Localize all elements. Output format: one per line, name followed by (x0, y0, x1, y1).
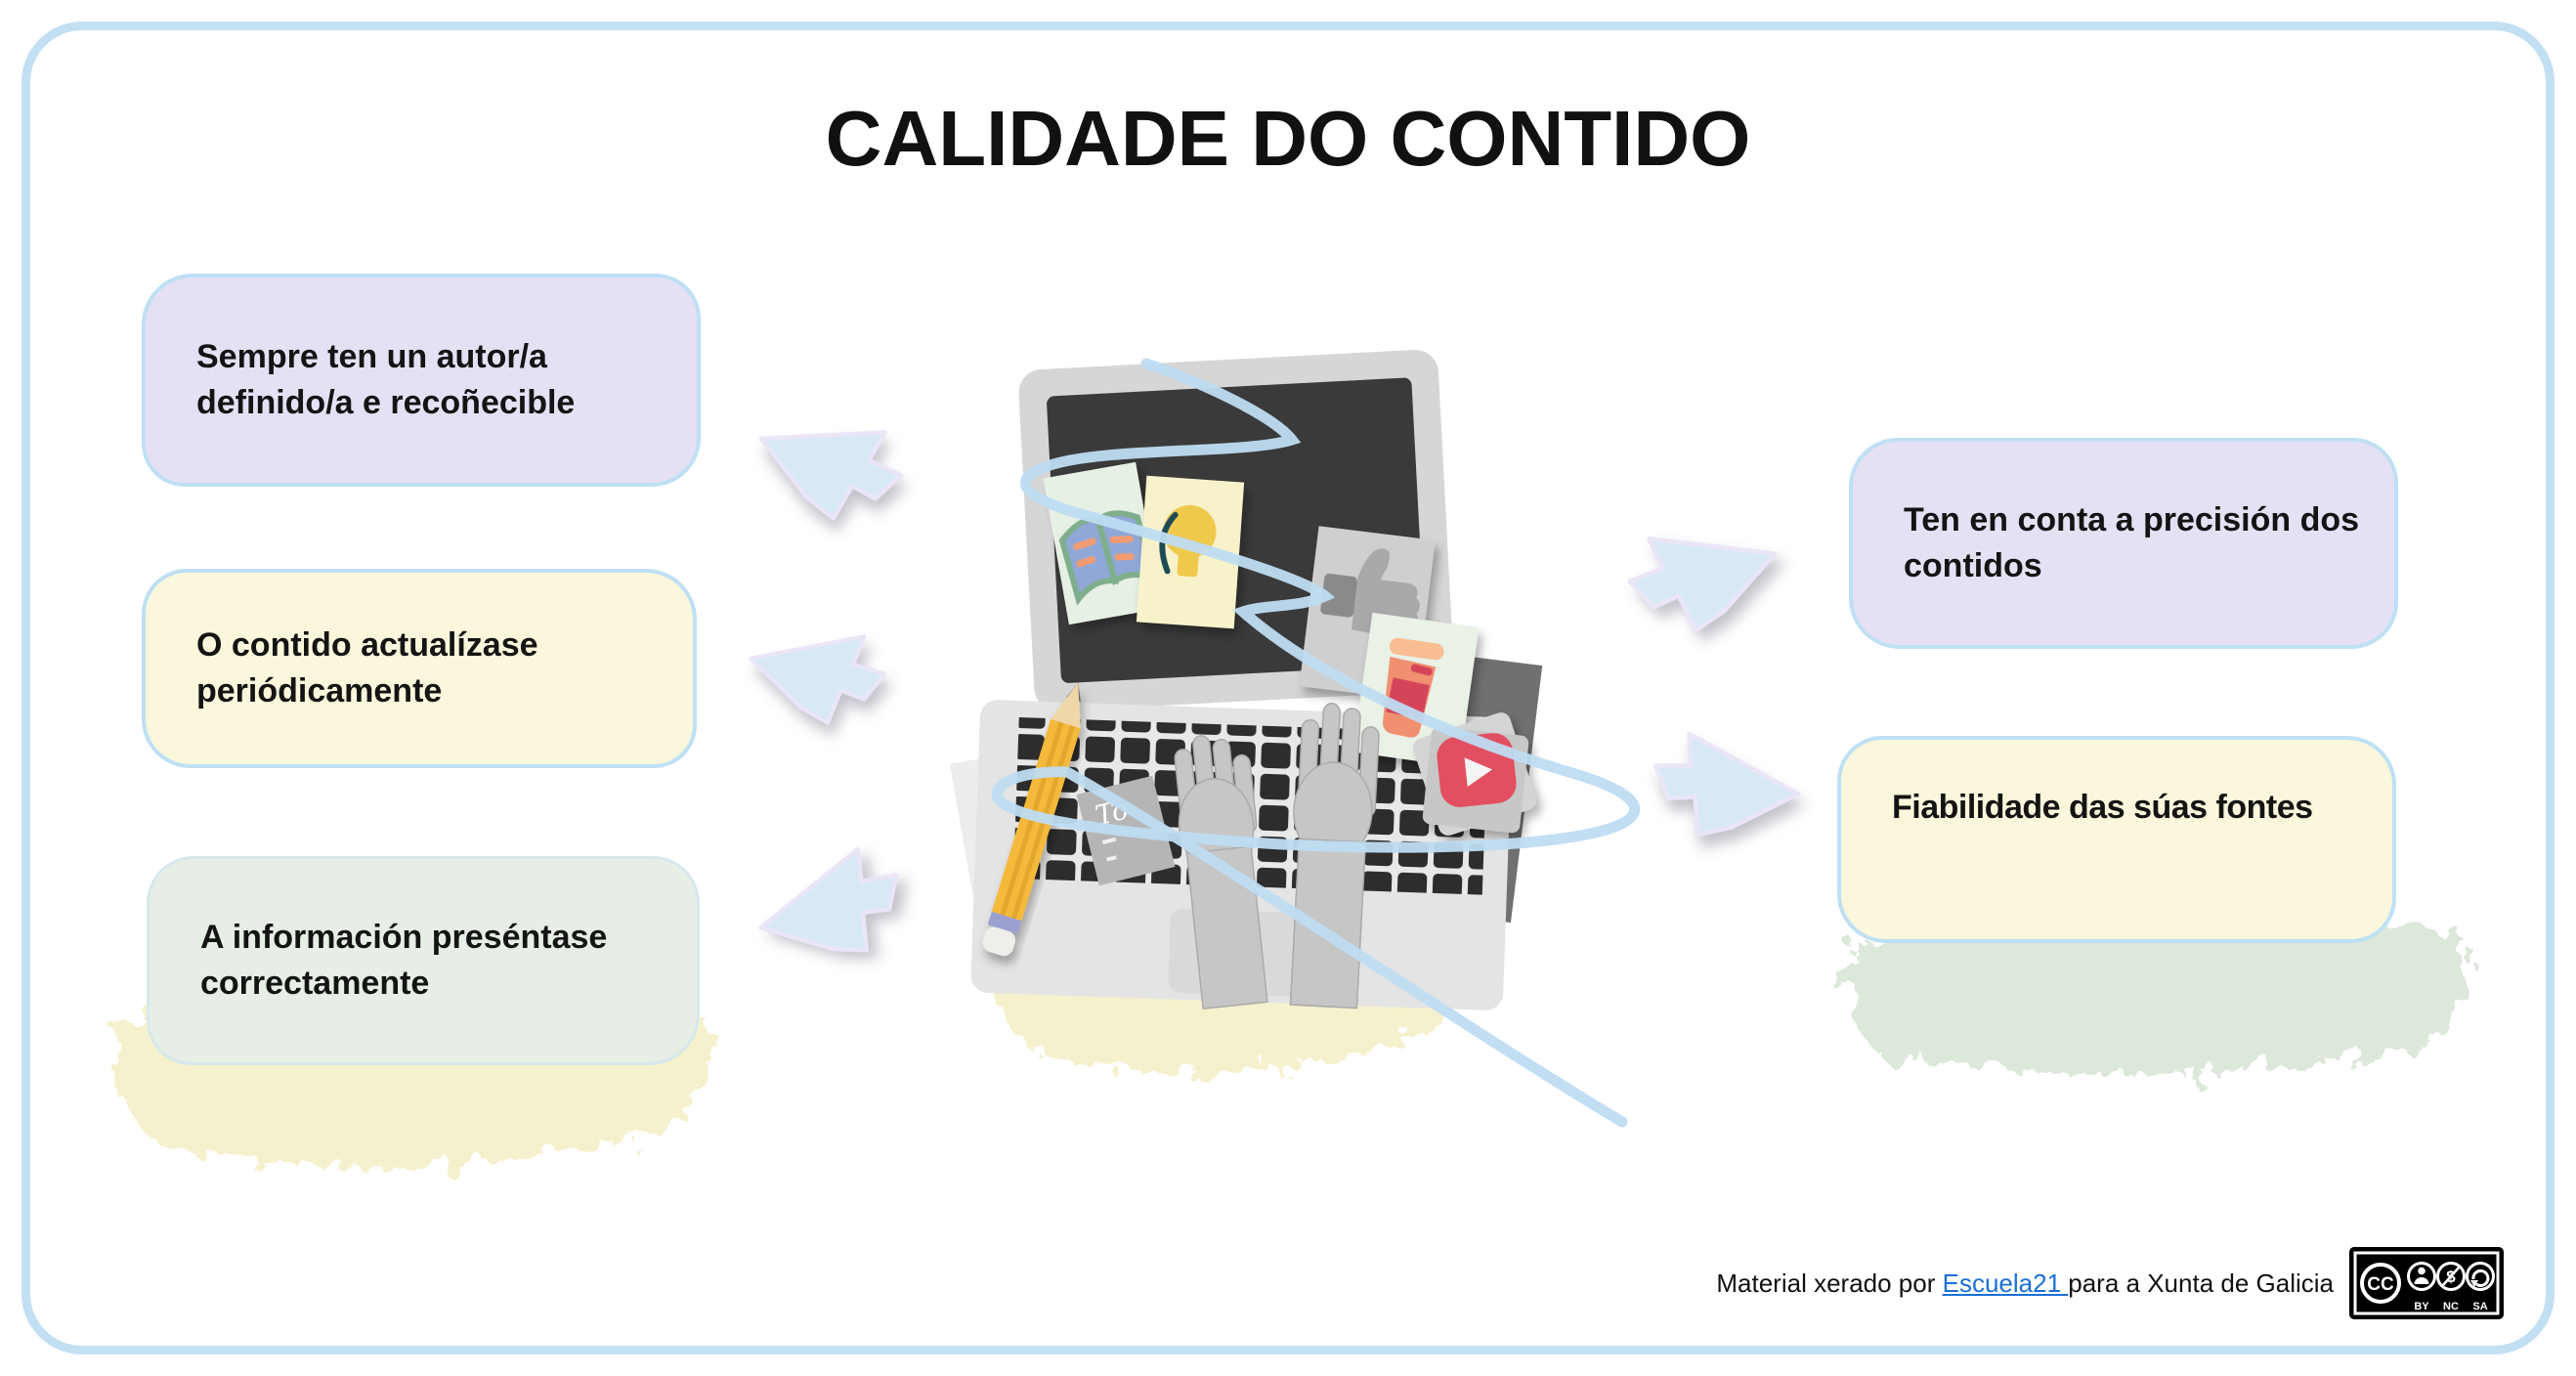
attribution-bar: Material xerado por Escuela21 para a Xun… (1716, 1247, 2504, 1319)
cc-logo-icon (2360, 1263, 2401, 1304)
arrow-right-bottom-icon (1637, 710, 1815, 862)
box-updated: O contido actualízase periódicamente (142, 569, 697, 768)
cc-sa-icon (2466, 1262, 2495, 1291)
arrow-left-middle-icon (739, 609, 894, 736)
credit-prefix: Material xerado por (1716, 1268, 1943, 1298)
cc-by-nc-sa-badge[interactable]: CC $ BY NC SA (2349, 1247, 2504, 1319)
cc-by-icon (2407, 1262, 2436, 1291)
cc-logo-text: CC (2367, 1274, 2394, 1295)
arrow-left-bottom-icon (736, 822, 926, 993)
credit-line: Material xerado por Escuela21 para a Xun… (1716, 1268, 2334, 1299)
laptop-collage-illustration: To (949, 349, 1641, 1128)
scribble-line (992, 358, 1641, 1128)
badge-by-label: BY (2414, 1301, 2429, 1312)
box-updated-label: O contido actualízase periódicamente (196, 626, 538, 710)
watercolor-stroke-green (1844, 908, 2469, 1074)
arrow-left-top-icon (740, 386, 919, 540)
escuela21-link[interactable]: Escuela21 (1942, 1268, 2069, 1298)
box-author: Sempre ten un autor/a definido/a e recoñ… (142, 274, 701, 487)
box-precision: Ten en conta a precisión dos contidos (1849, 438, 2398, 649)
cc-nc-icon: $ (2436, 1262, 2466, 1291)
box-presented-label: A información preséntase correctamente (200, 919, 608, 1002)
box-sources: Fiabilidade das súas fontes (1837, 736, 2396, 943)
box-sources-label: Fiabilidade das súas fontes (1892, 789, 2313, 826)
box-author-label: Sempre ten un autor/a definido/a e recoñ… (196, 338, 576, 421)
badge-nc-label: NC (2443, 1301, 2459, 1312)
book-note (1043, 461, 1162, 625)
box-presented: A información preséntase correctamente (147, 856, 700, 1065)
credit-suffix: para a Xunta de Galicia (2068, 1268, 2334, 1298)
page-title: CALIDADE DO CONTIDO (825, 95, 1751, 182)
right-hand (1289, 703, 1380, 1010)
badge-sa-label: SA (2472, 1301, 2487, 1312)
box-precision-label: Ten en conta a precisión dos contidos (1904, 501, 2360, 584)
arrow-right-top-icon (1614, 499, 1791, 648)
